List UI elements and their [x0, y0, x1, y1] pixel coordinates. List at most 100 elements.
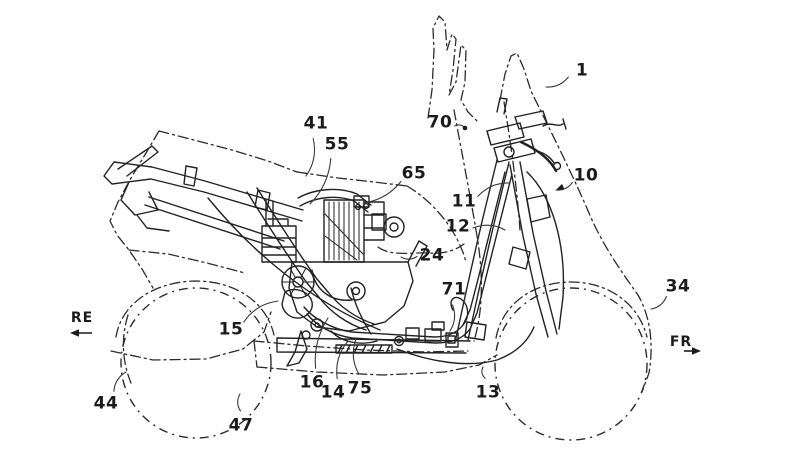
leader-line-12	[472, 224, 506, 231]
stand-pivot	[301, 330, 311, 340]
valve-side-cover	[363, 201, 385, 241]
leader-arrowhead-10	[556, 183, 565, 190]
leader-line-13	[481, 366, 486, 379]
floor-front-bracket	[464, 321, 487, 341]
leader-line-16	[314, 317, 329, 369]
clutch-cover-circle	[346, 281, 366, 301]
front-brake-cable	[526, 171, 565, 330]
rear-skirt-edge	[110, 311, 272, 361]
leader-line-44	[113, 371, 127, 392]
rear-brake-cable	[207, 197, 381, 331]
ref-label-65: 65	[401, 163, 427, 184]
carburetor-jet	[389, 222, 399, 232]
ref-label-71: 71	[441, 279, 467, 300]
wiring-harness-main	[303, 171, 506, 338]
footboard-hatched-strip	[335, 344, 393, 354]
leader-line-47	[237, 393, 242, 412]
leader-line-layer	[113, 76, 667, 412]
body-front-diagonal-edge	[406, 185, 467, 264]
clutch-cover-bolt	[351, 286, 361, 296]
ref-label-55: 55	[324, 134, 350, 155]
ref-label-41: 41	[303, 113, 329, 134]
harness-loop	[450, 296, 469, 326]
leader-line-75	[352, 338, 360, 375]
ref-label-24: 24	[419, 245, 445, 266]
handlebar-bracket	[493, 138, 536, 163]
throttle-cable-thick	[519, 140, 558, 173]
front-arrow	[684, 347, 701, 355]
cylinder-fin-lines	[328, 201, 360, 261]
ref-label-16: 16	[299, 372, 325, 393]
handlebar-switch-box-1	[486, 122, 525, 146]
rear-wheel	[120, 287, 272, 439]
rear-rail-tip-bar	[117, 145, 159, 177]
coil-bolt-1	[354, 203, 362, 211]
floorboard-top-edge	[253, 340, 469, 353]
storage-box-bottom-edge	[377, 243, 465, 255]
leader-line-55	[309, 158, 332, 205]
crankcase-inner-arc	[311, 269, 353, 301]
leader-line-1	[545, 76, 569, 88]
leader-line-11	[477, 182, 511, 197]
front-direction-label: FR	[669, 334, 693, 350]
seat-lower-edge	[296, 171, 408, 187]
leader-line-71	[449, 304, 456, 332]
ref-label-13: 13	[475, 382, 501, 403]
rear-mudflap-edge	[122, 314, 132, 384]
leg-shield-mid-edge	[503, 101, 521, 231]
ref-label-34: 34	[665, 276, 691, 297]
under-floor-cable	[396, 326, 535, 365]
rear-tail-top-edge	[158, 130, 298, 173]
ref-label-11: 11	[451, 191, 477, 212]
frame-and-engine-solid	[103, 97, 567, 367]
harness-branch	[350, 287, 372, 335]
bracket-hole	[503, 146, 515, 158]
steering-stem-top	[496, 97, 508, 115]
ref-label-14: 14	[320, 382, 346, 403]
floor-bolt-center	[396, 338, 402, 344]
front-cowl-outer-edge	[499, 52, 652, 393]
crankcase-outline	[288, 261, 414, 332]
handlebar-wire-1	[542, 118, 567, 130]
leader-line-15	[243, 300, 279, 323]
leader-line-24	[400, 255, 418, 260]
front-wheel	[494, 287, 648, 441]
direction-arrows	[70, 329, 701, 355]
front-bracket-lower	[508, 246, 531, 270]
floorboard-rear-cap	[253, 340, 258, 368]
rear-fender-outline	[115, 280, 275, 338]
ref-label-47: 47	[228, 415, 254, 436]
leader-line-41	[305, 138, 316, 177]
leader-line-65	[362, 180, 402, 204]
wheels-dashed	[120, 287, 648, 441]
ref-label-1: 1	[575, 60, 589, 81]
leader-line-34	[650, 295, 667, 310]
ref-label-75: 75	[347, 378, 373, 399]
ref-label-12: 12	[445, 216, 471, 237]
ref-label-10: 10	[573, 165, 599, 186]
ref-label-44: 44	[93, 393, 119, 414]
steering-column	[509, 161, 558, 338]
main-frame-diagonal	[246, 187, 329, 297]
front-fender-outline	[495, 281, 648, 339]
ref-label-70: 70	[427, 112, 453, 133]
handlebar-mask-spikes	[427, 15, 478, 122]
carburetor-body	[371, 213, 387, 231]
leader-dot-70	[462, 125, 468, 131]
rail-bracket-tabs	[183, 165, 271, 211]
handlebar-switch-box-2	[514, 110, 548, 130]
center-stand	[286, 330, 308, 367]
rear-lower-panel-edge	[128, 249, 246, 274]
leader-line-10	[555, 181, 573, 191]
rear-tail-outline	[109, 130, 160, 289]
rear-arrow	[70, 329, 92, 337]
floor-connector-blocks	[405, 321, 459, 348]
ref-label-15: 15	[218, 319, 244, 340]
body-outline-dashed	[109, 15, 652, 393]
leader-line-14	[336, 340, 349, 380]
floor-bolt	[393, 335, 405, 347]
carburetor-bore	[383, 216, 405, 238]
wiring-harness-parallel	[306, 173, 513, 344]
carrier-stay	[120, 181, 170, 232]
